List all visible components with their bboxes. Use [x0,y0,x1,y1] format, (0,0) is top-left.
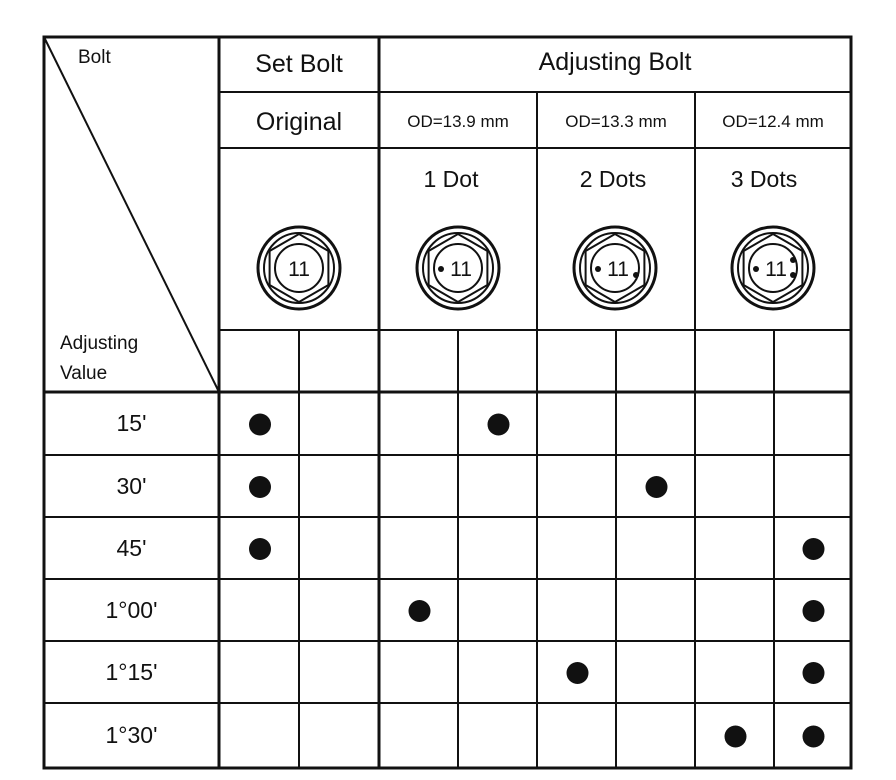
selection-dot [802,662,825,684]
selection-dot [249,413,271,436]
table-border [42,35,853,770]
selection-dot [249,476,271,498]
header-adjusting-value-line2: Value [60,363,108,384]
row-label: 30' [116,473,147,499]
header-adjusting-bolt: Adjusting Bolt [538,48,692,76]
selection-dot [487,413,510,436]
od-3dots: OD=12.4 mm [722,112,824,131]
row-label: 45' [116,535,147,561]
svg-text:11: 11 [288,258,310,281]
selection-dot [724,725,747,748]
bolt-head-icon: 11 [415,225,501,311]
od-2dots: OD=13.3 mm [565,112,667,131]
header-set-bolt: Set Bolt [255,50,343,78]
bolt-head-icon: 11 [730,225,816,311]
selection-dot [249,538,271,560]
label-3dots: 3 Dots [730,166,798,192]
corner-diagonal [43,36,220,393]
svg-text:11: 11 [607,258,629,281]
row-label: 1°15' [105,659,158,685]
svg-text:11: 11 [450,258,472,281]
header-original: Original [255,108,343,136]
selection-dot [408,600,431,622]
label-2dots: 2 Dots [579,166,647,192]
row-label: 1°00' [105,597,158,623]
svg-text:11: 11 [765,258,787,281]
selection-dot [802,600,825,622]
row-label: 15' [116,410,147,436]
header-bolt: Bolt [78,47,111,68]
bolt-head-icon: 11 [256,225,342,311]
selection-dot [802,725,825,748]
bolt-head-icon: 11 [572,225,658,311]
row-label: 1°30' [105,722,158,748]
od-1dot: OD=13.9 mm [407,112,509,131]
selection-dot [802,538,825,560]
selection-dot [645,476,668,498]
label-1dot: 1 Dot [423,166,479,192]
selection-dot [566,662,589,684]
header-adjusting-value-line1: Adjusting [60,333,139,354]
